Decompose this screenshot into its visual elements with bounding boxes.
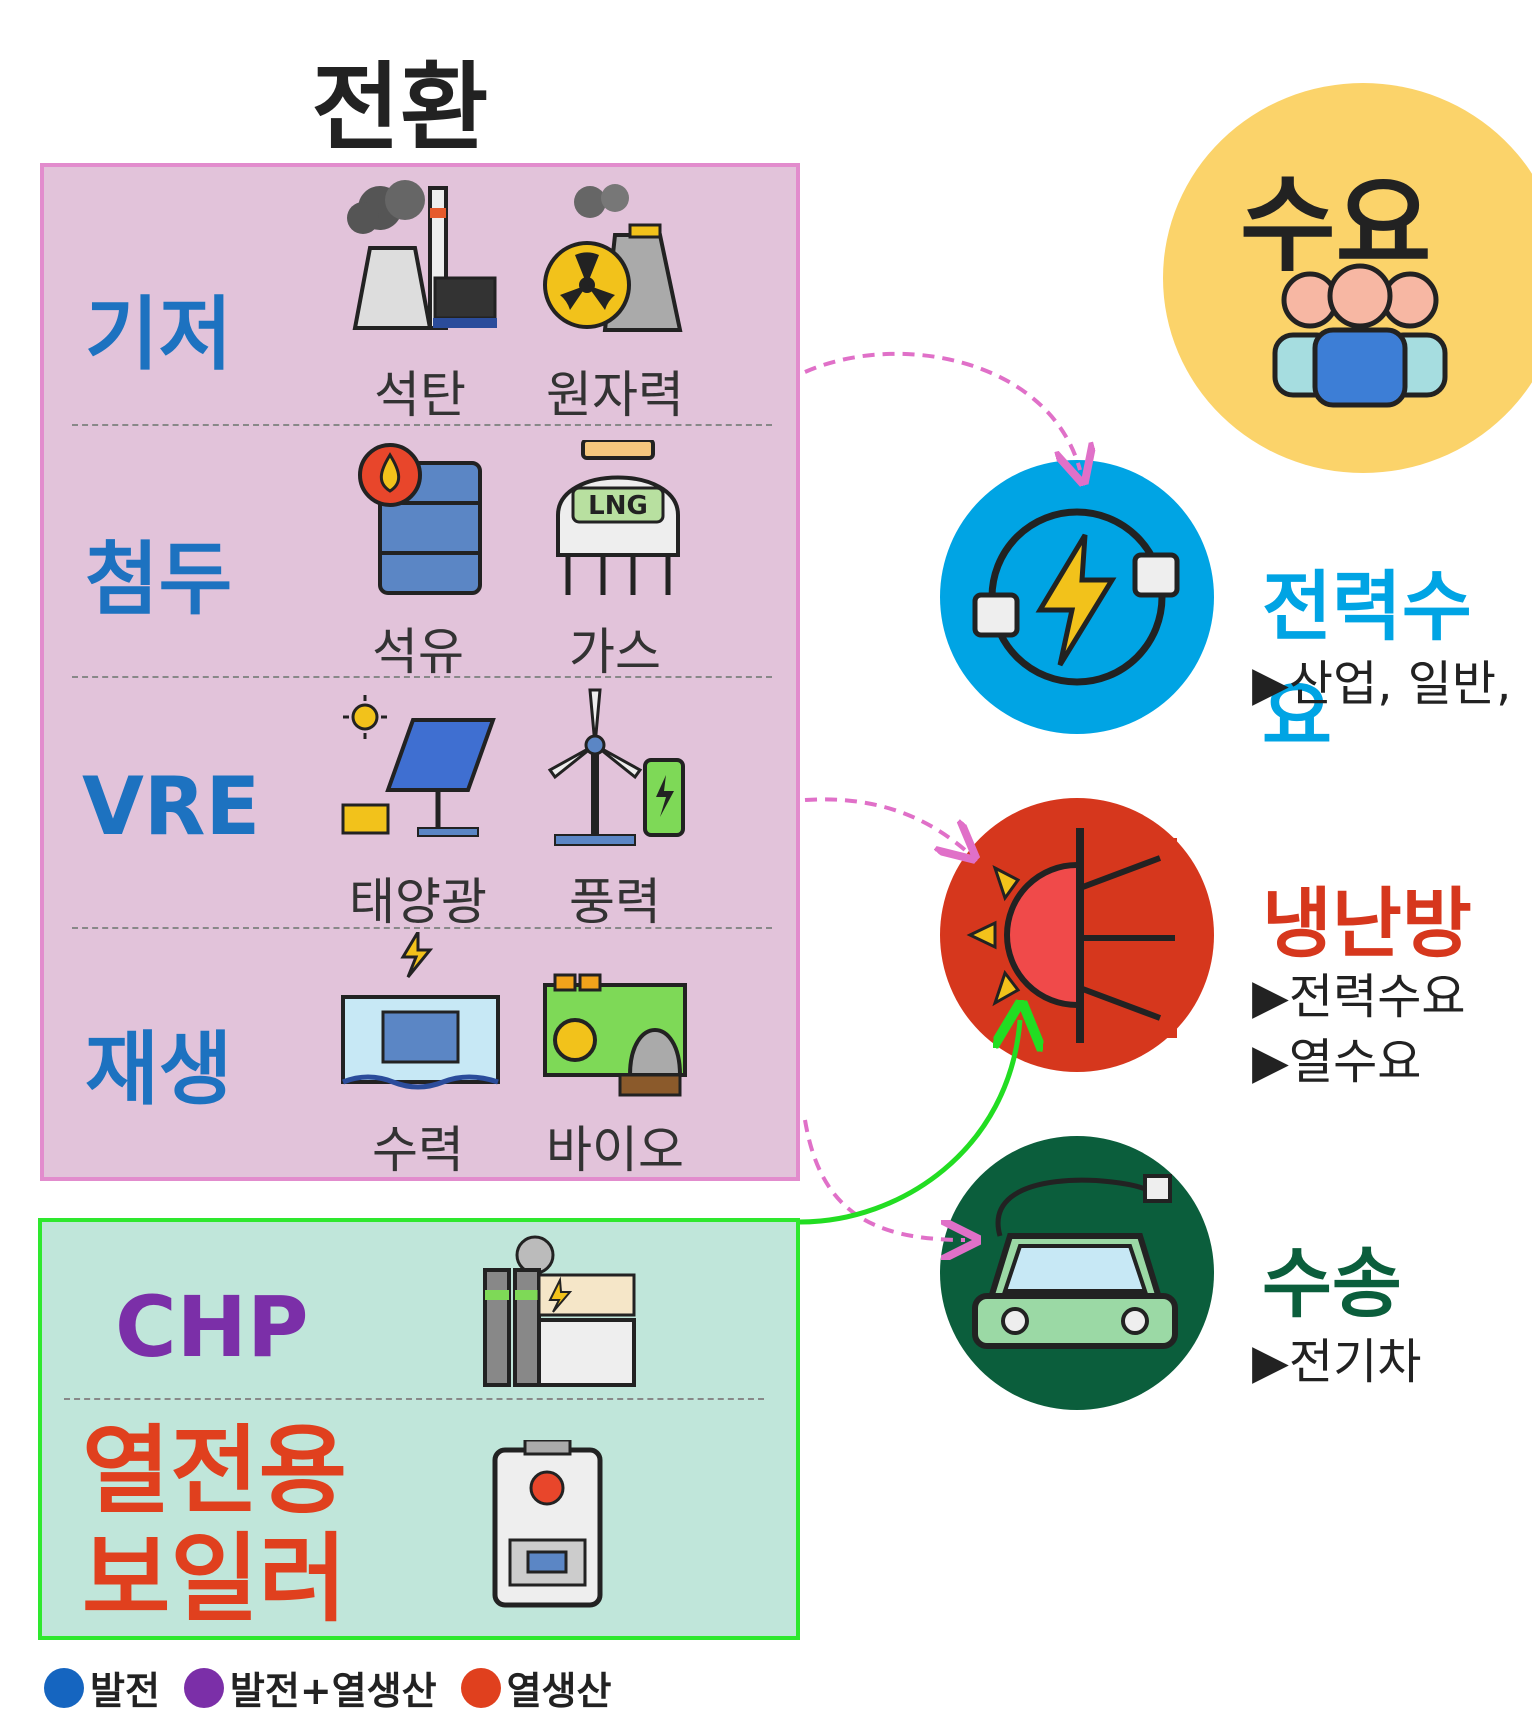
wind-turbine-icon bbox=[547, 688, 685, 846]
category-peak: 첨두 bbox=[85, 533, 233, 626]
legend-label: 발전 bbox=[90, 1669, 160, 1713]
boiler-icon bbox=[492, 1440, 603, 1608]
boiler-label-line2: 보일러 bbox=[82, 1522, 347, 1635]
legend-item: 발전 bbox=[44, 1660, 160, 1715]
demand-heating-sub2: ▶열수요 bbox=[1252, 1034, 1422, 1090]
source-solar: 태양광 bbox=[349, 873, 487, 931]
demand-power-head: 전력수요 bbox=[1262, 562, 1472, 761]
oil-barrel-icon bbox=[358, 443, 482, 595]
boiler-label-line1: 열전용 bbox=[82, 1415, 347, 1527]
legend: 발전 발전+열생산 열생산 bbox=[44, 1660, 625, 1715]
power-demand-icon bbox=[940, 460, 1214, 734]
arrow-heat-to-heating bbox=[799, 1020, 1020, 1225]
hydro-dam-icon bbox=[341, 932, 500, 1090]
source-coal: 석탄 bbox=[374, 366, 466, 424]
chp-label: CHP bbox=[115, 1278, 309, 1376]
row-divider bbox=[64, 1398, 764, 1400]
source-nuclear: 원자력 bbox=[546, 366, 684, 424]
row-divider bbox=[72, 424, 772, 426]
demand-heating-sub1: ▶전력수요 bbox=[1252, 969, 1466, 1025]
legend-dot-generation bbox=[44, 1667, 84, 1708]
legend-item: 열생산 bbox=[460, 1660, 612, 1715]
heat-panel bbox=[38, 1218, 800, 1640]
coal-plant-icon bbox=[347, 180, 497, 330]
demand-heating-head: 냉난방 bbox=[1262, 879, 1472, 968]
nuclear-plant-icon bbox=[543, 184, 683, 332]
legend-label: 발전+열생산 bbox=[229, 1669, 437, 1713]
source-bio: 바이오 bbox=[546, 1121, 684, 1179]
solar-panel-icon bbox=[341, 695, 496, 837]
diagram-title: 전환 bbox=[311, 52, 489, 164]
legend-item: 발전+열생산 bbox=[183, 1660, 437, 1715]
lng-label: LNG bbox=[588, 491, 648, 521]
row-divider bbox=[72, 676, 772, 678]
demand-transport-sub: ▶전기차 bbox=[1252, 1334, 1422, 1390]
demand-transport-head: 수송 bbox=[1262, 1239, 1402, 1328]
source-wind: 풍력 bbox=[569, 873, 661, 931]
demand-power-sub: ▶산업, 일반, bbox=[1252, 656, 1512, 712]
people-icon bbox=[1272, 263, 1448, 408]
source-gas: 가스 bbox=[569, 623, 661, 681]
transport-icon bbox=[940, 1136, 1214, 1410]
bio-plant-icon bbox=[543, 973, 687, 1097]
category-renewable: 재생 bbox=[85, 1023, 233, 1116]
legend-dot-heat bbox=[460, 1667, 501, 1708]
lng-tank-icon: LNG bbox=[556, 440, 680, 595]
arrow-baseload-to-power bbox=[804, 351, 1080, 470]
source-hydro: 수력 bbox=[372, 1121, 464, 1179]
chp-plant-icon bbox=[483, 1235, 636, 1387]
boiler-label: 열전용 보일러 bbox=[82, 1415, 347, 1635]
row-divider bbox=[72, 927, 772, 929]
category-vre: VRE bbox=[82, 760, 261, 853]
arrow-vre-to-heating bbox=[804, 797, 965, 850]
legend-label: 열생산 bbox=[506, 1669, 612, 1713]
legend-dot-chp bbox=[183, 1667, 224, 1708]
category-baseload: 기저 bbox=[85, 288, 233, 381]
source-oil: 석유 bbox=[372, 623, 464, 681]
demand-title: 수요 bbox=[1240, 164, 1432, 286]
